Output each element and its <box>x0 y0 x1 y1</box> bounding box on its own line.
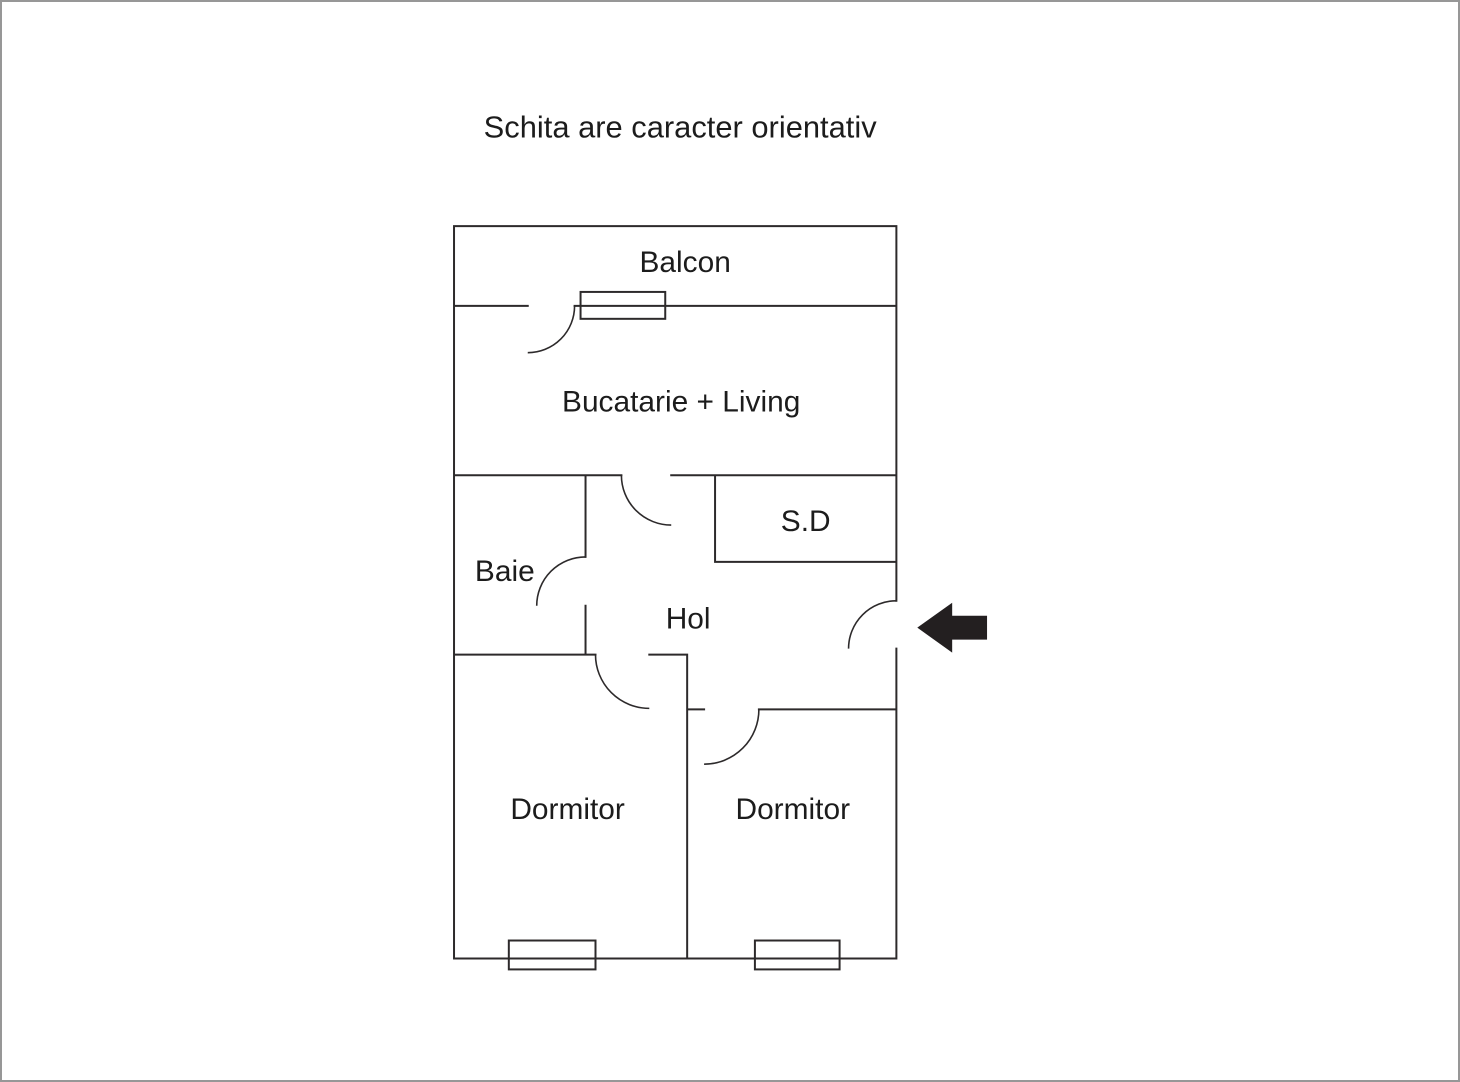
floorplan-walls <box>453 225 898 960</box>
room-label-baie: Baie <box>475 555 535 588</box>
window-dormitor-right-icon <box>753 939 841 971</box>
room-label-dormitor-left: Dormitor <box>510 793 625 826</box>
windows <box>507 290 841 971</box>
door-arcs <box>527 305 897 765</box>
door-arc-entrance <box>847 599 897 649</box>
room-label-sd: S.D <box>781 505 831 538</box>
room-label-hol: Hol <box>666 603 711 636</box>
door-arc-dormitor-right <box>704 709 760 765</box>
room-label-dormitor-right: Dormitor <box>736 793 851 826</box>
room-label-bucatarie-living: Bucatarie + Living <box>562 385 800 418</box>
door-arc-hol-top <box>620 475 672 526</box>
entrance-arrow-icon <box>917 602 988 653</box>
door-arc-baie <box>535 556 586 606</box>
door-arc-dormitor-left <box>594 654 650 710</box>
wall-lines <box>453 225 898 960</box>
door-arc-balcon <box>527 305 576 354</box>
room-label-balcon: Balcon <box>639 246 730 279</box>
window-midlines <box>508 304 840 960</box>
room-labels: Balcon Bucatarie + Living Baie S.D Hol D… <box>475 246 850 826</box>
window-dormitor-left-icon <box>507 939 597 971</box>
page-title: Schita are caracter orientativ <box>484 109 878 144</box>
